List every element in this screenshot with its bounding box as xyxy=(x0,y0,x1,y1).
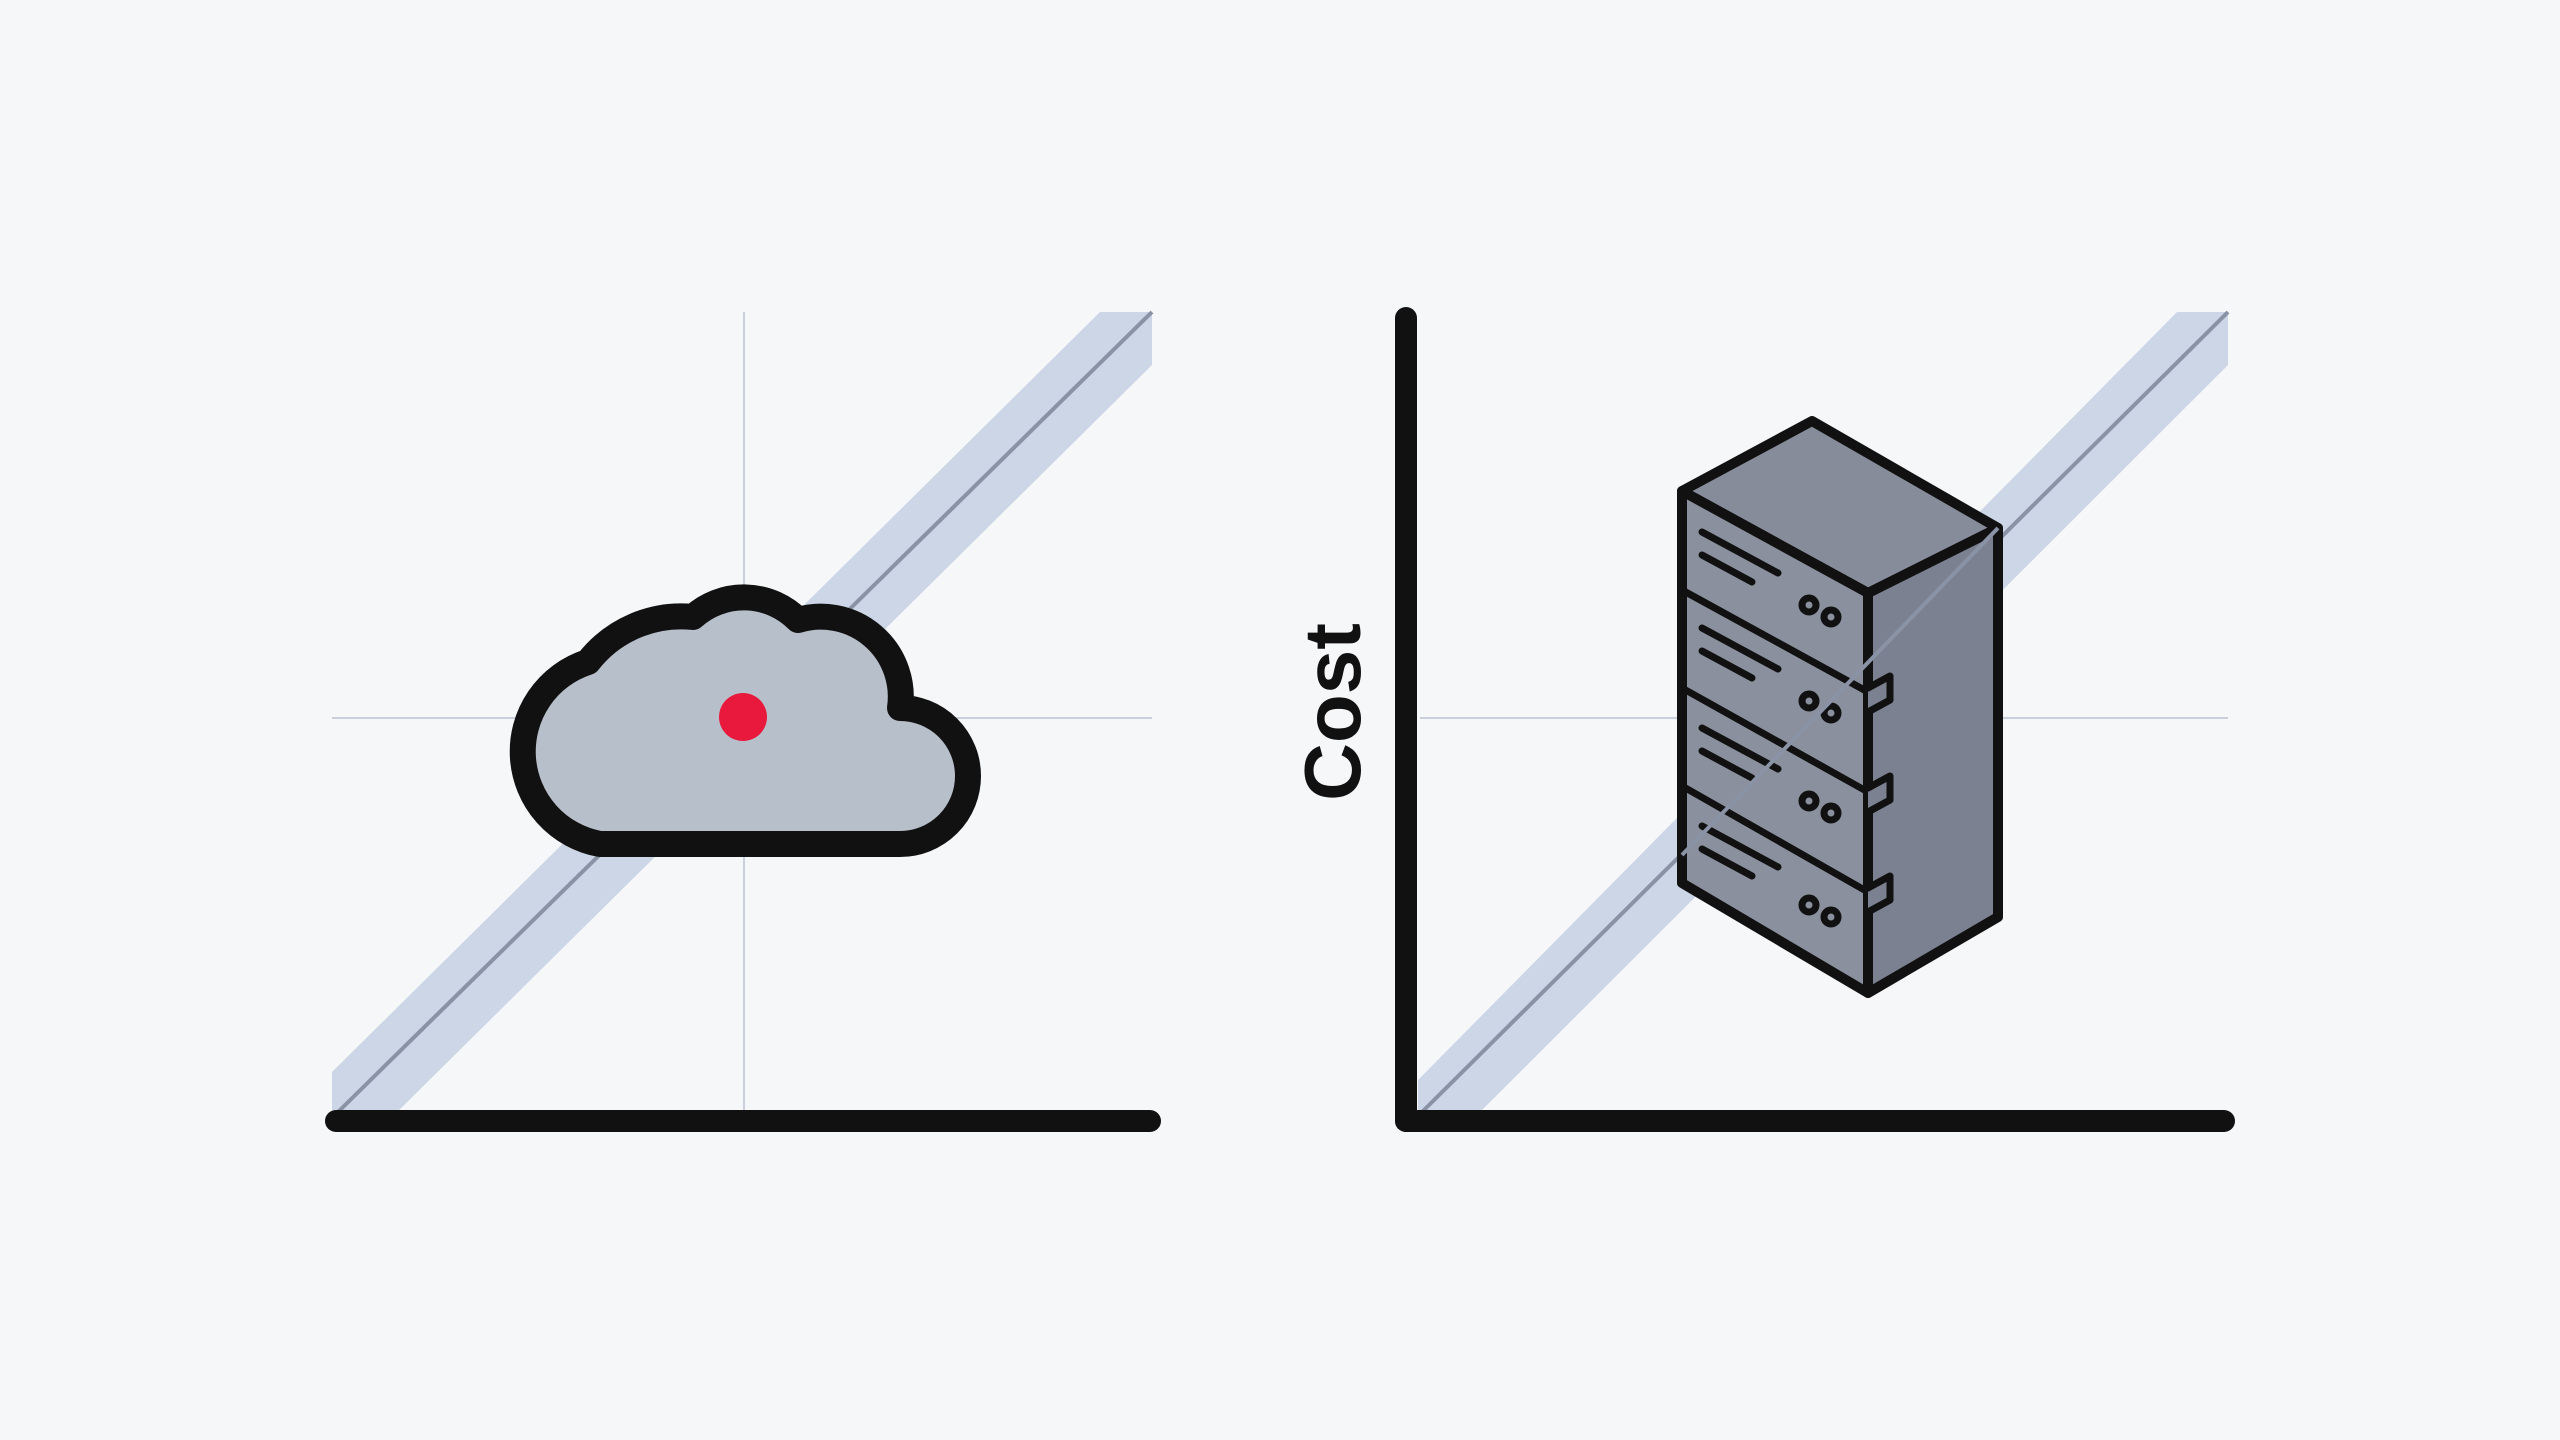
left-panel xyxy=(325,310,1161,1132)
server-unit-2-led-b xyxy=(1820,702,1842,724)
server-unit-1-led-a xyxy=(1798,594,1820,616)
server-unit-1-vent-short xyxy=(1698,551,1756,586)
server-unit-2-led-a xyxy=(1798,690,1820,712)
server-unit-3-led-a xyxy=(1798,790,1820,812)
right-y-axis-label: Cost xyxy=(1288,623,1377,801)
server-unit-2 xyxy=(1678,624,1872,796)
server-unit-1 xyxy=(1678,528,1872,696)
server-unit-1-vent-long xyxy=(1698,528,1782,577)
right-panel: Cost xyxy=(1288,307,2235,1132)
server-unit-1-led-b xyxy=(1820,606,1842,628)
server-unit-3-led-b xyxy=(1820,802,1842,824)
server-unit-2-divider xyxy=(1678,684,1872,796)
server-unit-3-vent-short xyxy=(1698,747,1756,782)
server-side-tab-3 xyxy=(1864,872,1894,916)
right-trend-line-front xyxy=(1680,526,2000,857)
server-unit-4-vent-short xyxy=(1698,845,1756,880)
center-marker xyxy=(719,693,767,741)
server-side-tab-1 xyxy=(1864,672,1894,716)
server-unit-1-divider xyxy=(1678,586,1872,696)
server-unit-2-vent-short xyxy=(1698,647,1756,682)
server-unit-4 xyxy=(1698,822,1842,928)
server-unit-4-led-b xyxy=(1820,906,1842,928)
server-unit-3-vent-long xyxy=(1698,724,1782,773)
server-rack-icon xyxy=(1677,416,2003,998)
server-unit-4-vent-long xyxy=(1698,822,1782,871)
server-side-tab-2 xyxy=(1864,772,1894,816)
server-unit-3 xyxy=(1678,724,1872,896)
server-unit-4-led-a xyxy=(1798,894,1820,916)
server-unit-2-vent-long xyxy=(1698,624,1782,673)
server-unit-3-divider xyxy=(1678,782,1872,896)
